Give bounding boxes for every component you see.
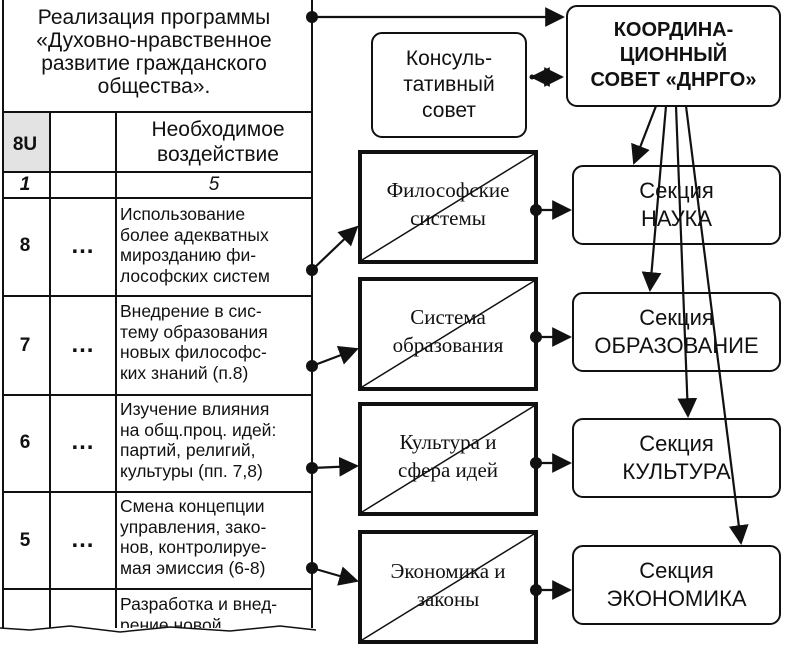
- table-grid: [0, 0, 317, 633]
- table-row-number: 8: [19, 235, 31, 256]
- section-science: Секция НАУКА: [639, 178, 714, 231]
- table-row-measure: Изучение влияния на общ.проц. идей: парт…: [120, 399, 277, 481]
- middle-boxes: [358, 150, 538, 644]
- table-row-number: 5: [19, 530, 31, 551]
- box-economy-laws: Экономика и законы: [390, 559, 506, 611]
- table-row-measure-partial: Разработка и внед- рение новой ...: [120, 594, 278, 628]
- table-index-number: 1: [19, 174, 31, 195]
- section-culture: Секция КУЛЬТУРА: [622, 431, 731, 484]
- table-row-number: 6: [19, 432, 31, 453]
- section-education: Секция ОБРАЗОВАНИЕ: [594, 305, 759, 358]
- table-row-number: 7: [19, 335, 31, 356]
- box-culture-ideas: Культура и сфера идей: [397, 430, 499, 482]
- table-index-measure: 5: [208, 174, 220, 195]
- section-economy: Секция ЭКОНОМИКА: [606, 558, 747, 611]
- coordination-council: КООРДИНА- ЦИОННЫЙ СОВЕТ «ДНРГО»: [590, 19, 757, 91]
- program-title: Реализация программы «Духовно-нравственн…: [36, 6, 272, 98]
- table-row-measure: Использование более адекватных мироздани…: [120, 204, 270, 286]
- connector-dots: [306, 11, 542, 596]
- connectors: [311, 7, 749, 600]
- table-header-number: 8U: [12, 134, 38, 155]
- table-header-num-cell: [4, 113, 49, 171]
- table-header-measure: Необходимое воздействие: [151, 118, 285, 166]
- box-education-system: Система образования: [392, 305, 504, 357]
- table-row-measure: Внедрение в сис- тему образования новых …: [120, 301, 268, 383]
- table-row-dots: …: [70, 232, 96, 259]
- rounded-boxes: [371, 5, 781, 625]
- table-row-measure: Смена концепции управления, зако- нов, к…: [120, 496, 267, 578]
- box-philosophical-systems: Философские системы: [386, 178, 510, 230]
- table-row-dots: …: [70, 428, 96, 455]
- table-row-dots: …: [70, 526, 96, 553]
- consultative-council: Консуль- тативный совет: [403, 47, 495, 122]
- table-row-dots: …: [70, 331, 96, 358]
